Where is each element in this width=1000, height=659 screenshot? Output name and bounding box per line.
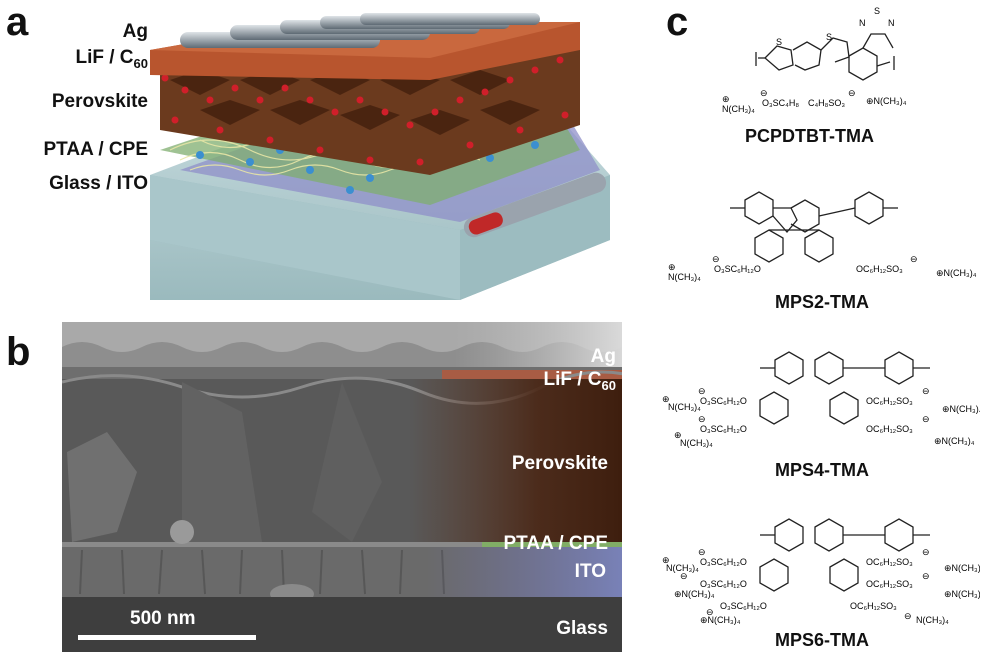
svg-text:⊖: ⊖ [712,254,720,264]
svg-text:⊕: ⊕ [662,555,670,565]
svg-text:OC₆H₁₂SO₃: OC₆H₁₂SO₃ [866,557,913,567]
svg-text:S: S [874,6,880,16]
panel-b-letter: b [6,330,31,374]
label-perovskite: Perovskite [51,91,148,112]
svg-text:⊕N(CH₃)₄: ⊕N(CH₃)₄ [944,563,980,573]
svg-text:⊖: ⊖ [760,88,768,98]
sem-cross-section-image: Ag LiF / C60 Perovskite PTAA / CPE ITO G… [62,322,622,652]
label-ptaa-cpe: PTAA / CPE [43,139,148,160]
svg-text:N(CH₃)₄: N(CH₃)₄ [668,402,701,412]
svg-text:N(CH₃)₄: N(CH₃)₄ [916,615,949,625]
svg-text:O₃SC₆H₁₂O: O₃SC₆H₁₂O [700,396,747,406]
label-lif-c60: LiF / C60 [75,47,148,71]
svg-text:⊖: ⊖ [922,571,930,581]
svg-text:⊕N(CH₃)₄: ⊕N(CH₃)₄ [674,589,715,599]
scale-bar-label: 500 nm [130,608,196,629]
ag-electrodes [180,13,540,48]
svg-text:⊕N(CH₃)₄: ⊕N(CH₃)₄ [934,436,975,446]
svg-text:⊖: ⊖ [910,254,918,264]
svg-text:O₃SC₆H₁₂O: O₃SC₆H₁₂O [700,579,747,589]
sem-label-ito: ITO [574,561,606,582]
device-stack-illustration [150,13,610,300]
svg-text:OC₆H₁₂SO₃: OC₆H₁₂SO₃ [866,396,913,406]
svg-text:⊖: ⊖ [922,414,930,424]
svg-text:O₃SC₄H₈: O₃SC₄H₈ [762,98,799,108]
panel-a-letter: a [6,0,29,44]
svg-text:⊕: ⊕ [662,394,670,404]
svg-text:⊖: ⊖ [706,607,714,617]
svg-text:⊖: ⊖ [698,386,706,396]
svg-text:OC₆H₁₂SO₃: OC₆H₁₂SO₃ [856,264,903,274]
scale-bar [78,635,256,640]
molecule-name-mps2-tma: MPS2-TMA [775,292,869,312]
sem-label-lif-c60: LiF / C60 [543,369,616,393]
svg-text:⊖: ⊖ [922,547,930,557]
sem-label-ag: Ag [590,346,616,367]
svg-text:⊖: ⊖ [848,88,856,98]
molecule-name-mps6-tma: MPS6-TMA [775,630,869,650]
svg-text:N: N [859,18,866,28]
svg-text:⊖: ⊖ [904,611,912,621]
svg-text:N(CH₃)₄: N(CH₃)₄ [722,104,755,114]
label-ag: Ag [122,21,148,42]
svg-text:OC₆H₁₂SO₃: OC₆H₁₂SO₃ [866,579,913,589]
molecule-name-mps4-tma: MPS4-TMA [775,460,869,480]
panel-c-letter: c [666,0,689,44]
svg-text:⊖: ⊖ [922,386,930,396]
mps2-tma-structure: ⊕N(CH₃)₄ ⊖O₃SC₆H₁₂O OC₆H₁₂SO₃⊖ ⊕N(CH₃)₄ [668,191,977,282]
svg-text:⊕N(CH₃)₄: ⊕N(CH₃)₄ [700,615,741,625]
svg-text:N(CH₃)₄: N(CH₃)₄ [666,563,699,573]
svg-text:⊕: ⊕ [668,262,676,272]
svg-text:C₄H₈SO₃: C₄H₈SO₃ [808,98,845,108]
svg-text:O₃SC₆H₁₂O: O₃SC₆H₁₂O [700,557,747,567]
molecule-name-pcpdtbt-tma: PCPDTBT-TMA [745,126,874,146]
svg-text:⊖: ⊖ [698,414,706,424]
svg-text:⊕N(CH₃)₄: ⊕N(CH₃)₄ [944,589,980,599]
svg-text:O₃SC₆H₁₂O: O₃SC₆H₁₂O [700,424,747,434]
svg-text:N(CH₃)₄: N(CH₃)₄ [668,272,701,282]
svg-text:⊕: ⊕ [722,94,730,104]
sem-label-perovskite: Perovskite [511,453,608,474]
sem-label-ptaa-cpe: PTAA / CPE [503,533,608,554]
svg-text:⊕N(CH₃)₄: ⊕N(CH₃)₄ [936,268,977,278]
sem-label-glass: Glass [556,618,608,639]
svg-text:OC₆H₁₂SO₃: OC₆H₁₂SO₃ [850,601,897,611]
svg-text:OC₆H₁₂SO₃: OC₆H₁₂SO₃ [866,424,913,434]
svg-text:O₃SC₆H₁₂O: O₃SC₆H₁₂O [720,601,767,611]
svg-text:S: S [826,32,832,42]
svg-text:S: S [776,37,782,47]
mps4-tma-structure: ⊖O₃SC₆H₁₂O N(CH₃)₄⊕ O₃SC₆H₁₂O⊖ N(CH₃)₄⊕ … [662,351,980,448]
svg-text:⊕: ⊕ [674,430,682,440]
svg-text:⊖: ⊖ [680,571,688,581]
svg-text:⊕N(CH₃)₄: ⊕N(CH₃)₄ [866,96,907,106]
svg-text:⊕N(CH₃)₄: ⊕N(CH₃)₄ [942,404,980,414]
svg-text:N: N [888,18,895,28]
svg-text:N(CH₃)₄: N(CH₃)₄ [680,438,713,448]
label-glass-ito: Glass / ITO [49,173,148,194]
mps6-tma-structure: ⊖O₃SC₆H₁₂O ⊕N(CH₃)₄ O₃SC₆H₁₂O⊖ ⊕N(CH₃)₄ … [662,518,980,625]
svg-text:O₃SC₆H₁₂O: O₃SC₆H₁₂O [714,264,761,274]
svg-text:⊖: ⊖ [698,547,706,557]
